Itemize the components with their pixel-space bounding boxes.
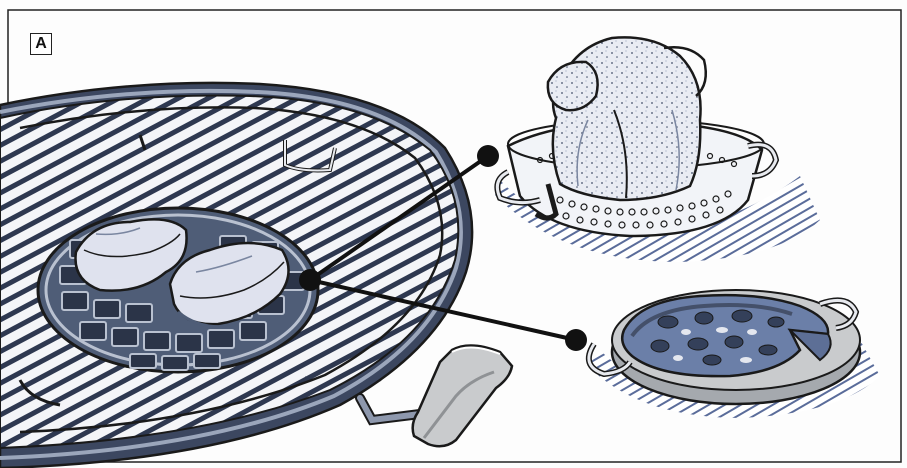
callout-dot-pizza [565,329,587,351]
whole-chicken [548,37,706,200]
callout-dot-roaster [477,145,499,167]
callout-dot-grate [299,269,321,291]
